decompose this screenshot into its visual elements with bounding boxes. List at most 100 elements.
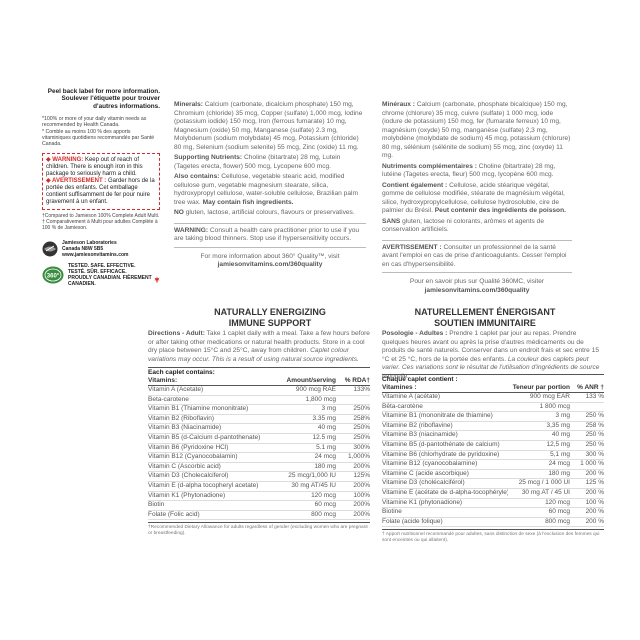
nutrient-amount: 40 mg: [317, 424, 336, 432]
nutrient-amount: 120 mcg: [311, 491, 336, 499]
compare-note: †Compared to Jamieson 100% Complete Adul…: [42, 213, 160, 231]
company-name: Jamieson Laboratories: [62, 240, 117, 247]
en-directions: Directions - Adult: Take 1 caplet daily …: [148, 330, 370, 363]
nutrient-rda: 200 %: [585, 517, 604, 525]
nutrient-name: Vitamine B5 (d-pantothénate de calcium): [382, 440, 500, 448]
nutrient-rda: 258 %: [585, 421, 604, 429]
nutrient-name: Vitamin E (d-alpha tocopheryl acetate): [148, 481, 259, 489]
compare-note-fr: † Comparativement à Multi pour adultes C…: [42, 219, 158, 232]
table-row: Biotin 60 mcg 200%: [148, 501, 370, 511]
nutrient-rda: 300%: [353, 443, 370, 451]
fr-also-contains: Contient également : Cellulose, acide st…: [382, 181, 566, 215]
warning-text-fr: Garder hors de la portée des enfants. Ce…: [46, 178, 155, 206]
en-no-list: NO gluten, lactose, artificial colours, …: [174, 209, 355, 216]
nutrient-rda: 100%: [353, 491, 370, 499]
peel-label-fr: Soulever l'étiquette pour trouver d'autr…: [61, 95, 160, 110]
nutrient-amount: 120 mcg: [545, 498, 570, 506]
nutrient-name: Vitamin D3 (Cholecalciferol): [148, 472, 229, 480]
nutrient-amount: 60 mcg: [314, 501, 336, 509]
en-table-title: NATURALLY ENERGIZING IMMUNE SUPPORT: [214, 307, 326, 328]
nutrient-rda: 133%: [353, 386, 370, 393]
nutrient-amount: 24 mcg: [314, 453, 336, 461]
table-row: Vitamin E (d-alpha tocopheryl acetate)30…: [148, 482, 370, 492]
nutrient-amount: 1 800 mcg: [539, 402, 570, 410]
en-minerals: Minerals: Calcium (carbonate, dicalcium …: [174, 101, 363, 151]
nutrient-name: Vitamine K1 (phytonadione): [382, 498, 463, 506]
nutrient-amount: 25 mcg/1,000 IU: [288, 472, 336, 480]
nutrient-name: Vitamine A (acétate): [382, 393, 441, 400]
nutrient-name: Vitamin C (Ascorbic acid): [148, 462, 221, 470]
table-row: Bêta-carotène 1 800 mcg: [382, 403, 604, 413]
nutrient-name: Bêta-carotène: [382, 402, 423, 410]
fr-table-header: Vitamines : Teneur par portion % ANR †: [382, 384, 604, 393]
nutrient-amount: 24 mcg: [548, 460, 570, 468]
nutrient-rda: 200%: [353, 510, 370, 518]
nutrient-name: Folate (acide folique): [382, 517, 443, 525]
daily-footnote-fr: * Comble au moins 100 % des apports vita…: [42, 128, 155, 148]
en-table-header: Vitamins: Amount/serving % RDA†: [148, 377, 370, 386]
nutrient-rda: 200%: [353, 462, 370, 470]
nutrient-amount: 5.1 mg: [316, 443, 336, 451]
nutrient-amount: 3,35 mg: [546, 421, 571, 429]
table-row: Vitamine E (acétate de d-alpha-tocophéry…: [382, 489, 604, 499]
nutrient-rda: 125 %: [585, 479, 604, 487]
nutrient-amount: 60 mcg: [548, 508, 570, 516]
peel-label-en: Peel back label for more information.: [47, 88, 160, 95]
nutrient-rda: 250 %: [585, 431, 604, 439]
nutrient-name: Vitamin B1 (Thiamine mononitrate): [148, 405, 249, 413]
nutrient-rda: 258%: [353, 414, 370, 422]
iron-warning-box: ◆ WARNING: Keep out of reach of children…: [42, 153, 160, 211]
nutrient-rda: 200 %: [585, 508, 604, 516]
nutrient-rda: 200 %: [585, 488, 604, 496]
tested-text: TESTED. SAFE. EFFECTIVE. TESTÉ. SÛR. EFF…: [68, 263, 136, 276]
fr-supporting: Nutriments complémentaires : Choline (bi…: [382, 162, 556, 179]
nutrient-name: Vitamin B2 (Riboflavin): [148, 414, 214, 422]
left-column: Peel back label for more information. So…: [42, 88, 160, 287]
nutrient-name: Vitamine E (acétate de d-alpha-tocophéry…: [382, 488, 508, 496]
nutrient-name: Vitamine B6 (chlorhydrate de pyridoxine): [382, 450, 500, 458]
fr-warning: AVERTISSEMENT : Consulter un professionn…: [382, 239, 572, 273]
company-website: www.jamiesonvitamins.com: [62, 252, 129, 259]
nutrient-name: Vitamine B3 (niacinamide): [382, 431, 458, 439]
nutrient-amount: 30 mg AT / 45 UI: [521, 488, 570, 496]
nutrient-name: Beta-carotene: [148, 395, 189, 403]
nutrient-rda: 100 %: [585, 498, 604, 506]
en-warning: WARNING: Consult a health care practitio…: [174, 222, 366, 248]
nutrient-amount: 5,1 mg: [550, 450, 570, 458]
nutrient-rda: 1,000%: [347, 453, 370, 461]
nutrient-rda: 250 %: [585, 412, 604, 420]
en-vitamin-table: Each caplet contains: Vitamins: Amount/s…: [148, 367, 370, 537]
en-supporting: Supporting Nutrients: Choline (bitartrat…: [174, 154, 341, 170]
fr-each-caplet: Chaque caplet contient :: [382, 374, 604, 383]
nutrient-rda: 250 %: [585, 440, 604, 448]
nutrient-rda: 125%: [353, 472, 370, 480]
nutrient-rda: 200%: [353, 501, 370, 509]
nutrient-amount: 40 mg: [551, 431, 570, 439]
nutrient-amount: 800 mcg: [545, 517, 570, 525]
en-each-caplet: Each caplet contains:: [148, 367, 370, 376]
nutrient-amount: 25 mcg / 1 000 UI: [518, 479, 570, 487]
nutrient-name: Vitamin A (Acetate): [148, 386, 204, 393]
jamieson-globe-icon: [42, 241, 58, 257]
en-ingredients: Minerals: Calcium (carbonate, dicalcium …: [174, 101, 366, 270]
badge-360-icon: 360°: [42, 266, 64, 284]
table-row: Vitamine B5 (d-pantothénate de calcium)1…: [382, 441, 604, 451]
fr-minerals: Minéraux : Calcium (carbonate, phosphate…: [382, 101, 571, 159]
nutrient-amount: 3 mg: [555, 412, 570, 420]
nutrient-rda: 1 000 %: [580, 460, 604, 468]
fr-quality-url: jamiesonvitamins.com/360quality: [424, 286, 530, 294]
nutrient-name: Biotin: [148, 501, 165, 509]
nutrient-name: Vitamin K1 (Phytonadione): [148, 491, 226, 499]
badge-360-label: 360°: [47, 274, 60, 280]
nutrient-name: Vitamin B3 (Niacinamide): [148, 424, 222, 432]
fr-no-list: SANS gluten, lactose ni colorants, arôme…: [382, 217, 545, 234]
fr-vitamin-table: Chaque caplet contient : Vitamines : Ten…: [382, 374, 604, 544]
